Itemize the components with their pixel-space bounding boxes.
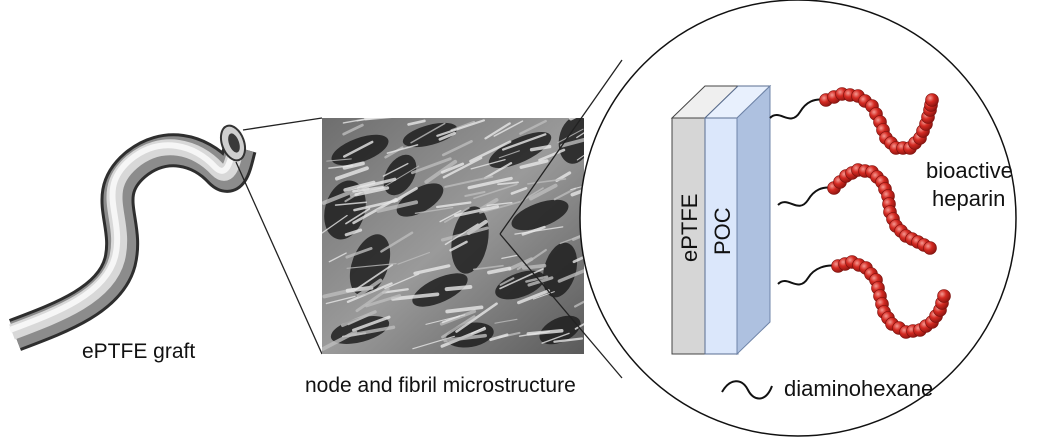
linker-label: diaminohexane	[784, 376, 933, 401]
sem-micrograph	[322, 118, 584, 354]
heparin-label-line1: bioactive	[926, 158, 1013, 183]
zoom-line-bottom	[235, 161, 323, 355]
diaminohexane-linker	[777, 186, 835, 207]
heparin-bead	[925, 93, 939, 107]
heparin-chains	[769, 87, 951, 339]
heparin-chain	[777, 255, 951, 339]
heparin-chain	[769, 87, 939, 155]
heparin-bead	[923, 241, 937, 255]
diaminohexane-linker	[769, 98, 827, 120]
microstructure-caption: node and fibril microstructure	[305, 374, 576, 397]
zoom-line-sem-top	[499, 59, 623, 235]
heparin-label-line2: heparin	[932, 186, 1005, 211]
linker-legend-squiggle	[721, 380, 773, 400]
heparin-bead	[937, 289, 951, 303]
zoom-line-sem-bottom	[499, 233, 623, 379]
diaminohexane-linker	[777, 264, 839, 286]
eptfe-graft-tube	[8, 124, 257, 351]
eptfe-layer	[670, 85, 740, 355]
graft-caption: ePTFE graft	[82, 340, 195, 363]
poc-layer	[703, 85, 772, 355]
eptfe-layer-label: ePTFE	[677, 194, 702, 262]
coating-side-face	[736, 84, 771, 356]
heparin-chain	[777, 163, 937, 255]
zoom-line-top	[242, 117, 323, 131]
poc-layer-label: POC	[710, 207, 735, 255]
magnified-surface-circle: ePTFE POC diaminohexane bioactive hepari…	[579, 0, 1017, 437]
